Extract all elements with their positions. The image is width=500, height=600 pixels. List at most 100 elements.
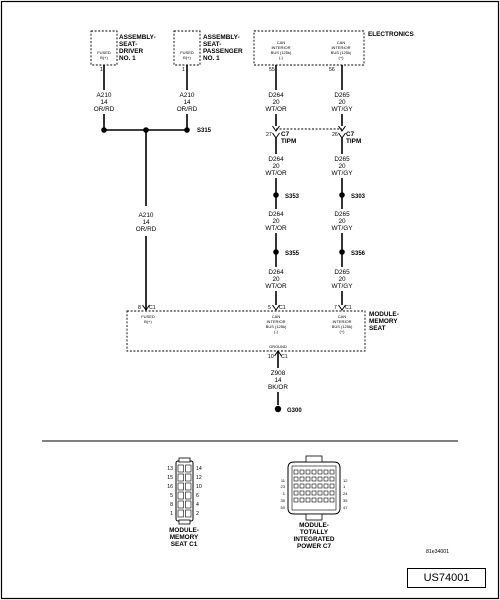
c7-title-2: TOTALLY [300, 529, 329, 536]
c7-left-pin-4: 35 [281, 498, 286, 503]
wire-d265-1-gauge: 20 [338, 99, 346, 106]
wire-d265-segment-2[interactable]: D265 20 WT/GY [332, 138, 354, 195]
memory-seat-ground-pin-conn: C1 [281, 354, 288, 360]
wire-a210-passenger-color: OR/RD [177, 106, 198, 113]
wire-d264-2-code: D264 [268, 156, 284, 163]
seat-passenger-assembly[interactable]: FUSED B(+) ASSEMBLY- SEAT- PASSENGER NO.… [173, 30, 243, 73]
c7-title-3: INTEGRATED [293, 536, 334, 543]
wire-d264-segment-4[interactable]: D264 20 WT/OR [265, 252, 287, 305]
seat-passenger-name-4: NO. 1 [203, 55, 220, 62]
wire-a210-driver-branch[interactable]: A210 14 OR/RD [94, 65, 115, 130]
inline-connector-right-name: TIPM [346, 138, 361, 145]
wire-d265-1-code: D265 [334, 92, 350, 99]
c7-left-pin-1: 11 [281, 478, 286, 483]
wire-a210-main-color: OR/RD [136, 226, 157, 233]
splice-s353-label: S353 [285, 194, 300, 200]
wire-d265-2-color: WT/GY [332, 170, 354, 177]
connector-view-tipm-c7[interactable]: 11 23 1 35 50 12 1 24 35 47 MODULE- TOTA… [281, 455, 349, 550]
splice-s356-label: S356 [351, 251, 366, 257]
inline-connector-pin-right: 26 [332, 132, 338, 138]
wire-d264-segment-2[interactable]: D264 20 WT/OR [265, 138, 287, 195]
wire-d265-3-gauge: 20 [338, 218, 346, 225]
c1-right-pin-1: 14 [196, 466, 202, 472]
splice-s315-label: S315 [197, 128, 212, 134]
wire-a210-driver-code: A210 [97, 92, 112, 99]
wire-d264-2-gauge: 20 [272, 163, 280, 170]
c1-left-pin-6: 1 [170, 511, 173, 517]
ground-point-label: G300 [287, 408, 302, 414]
splice-s353[interactable]: S353 [273, 192, 300, 200]
electronics-pin-b-label-2: INTERIOR [331, 45, 350, 50]
electronics-pin-a-label-4: (-) [279, 55, 284, 60]
wire-z908-code: Z908 [271, 370, 286, 377]
electronics-pin-b-label-4: (+) [339, 55, 345, 60]
wire-d264-1-color: WT/OR [265, 106, 287, 113]
wire-d265-4-gauge: 20 [338, 276, 346, 283]
wire-d265-segment-4[interactable]: D265 20 WT/GY [332, 252, 354, 305]
wire-a210-passenger-branch[interactable]: A210 14 OR/RD [177, 65, 198, 130]
seat-passenger-pin-label-2: B(+) [183, 55, 191, 60]
wire-a210-main[interactable]: A210 14 OR/RD [136, 130, 157, 310]
c1-left-pin-4: 5 [170, 493, 173, 499]
seat-driver-assembly[interactable]: FUSED B(+) ASSEMBLY- SEAT- DRIVER NO. 1 … [90, 30, 156, 73]
memory-seat-can-minus-label-4: (-) [274, 329, 279, 334]
splice-s355-label: S355 [285, 251, 300, 257]
c1-left-pin-5: 8 [170, 502, 173, 508]
memory-seat-can-plus-pin-num: 7 [334, 305, 337, 311]
wire-d265-3-color: WT/GY [332, 225, 354, 232]
c1-right-pin-5: 4 [196, 502, 199, 508]
splice-s355[interactable]: S355 [273, 249, 300, 257]
memory-seat-name-3: SEAT [369, 325, 386, 332]
wire-d264-1-code: D264 [268, 92, 284, 99]
wire-d264-3-gauge: 20 [272, 218, 280, 225]
wire-z908[interactable]: Z908 14 BK/OR [268, 351, 288, 405]
seat-driver-name-3: DRIVER [119, 48, 144, 55]
figure-reference: 81e34001 [426, 549, 449, 555]
seat-passenger-name-1: ASSEMBLY- [203, 34, 240, 41]
wire-d264-segment-1[interactable]: D264 20 WT/OR [265, 65, 287, 126]
memory-seat-can-minus-pin-conn: C1 [279, 305, 286, 311]
c7-title-4: POWER C7 [297, 543, 332, 550]
memory-seat-name-1: MODULE- [369, 311, 399, 318]
seat-passenger-name-3: PASSENGER [203, 48, 243, 55]
connector-view-memory-seat-c1[interactable]: 13 15 16 5 8 1 14 12 10 6 4 2 MODULE- ME… [167, 457, 202, 548]
wire-d265-segment-3[interactable]: D265 20 WT/GY [332, 195, 354, 252]
electronics-name: ELECTRONICS [368, 31, 415, 38]
wire-d265-2-gauge: 20 [338, 163, 346, 170]
c7-right-pin-1: 12 [343, 478, 348, 483]
memory-seat-can-minus-pin-num: 5 [268, 305, 271, 311]
wire-d265-4-code: D265 [334, 269, 350, 276]
memory-seat-fused-label-1: FUSED [141, 314, 155, 319]
electronics-module[interactable]: ELECTRONICS CAN INTERIOR BUS (125k) (-) … [253, 30, 415, 73]
memory-seat-module[interactable]: MODULE- MEMORY SEAT 8 C1 FUSED B(+) 5 C1… [126, 304, 399, 360]
wire-d264-segment-3[interactable]: D264 20 WT/OR [265, 195, 287, 252]
wire-d264-1-gauge: 20 [272, 99, 280, 106]
electronics-pin-a-label-1: CAN [277, 40, 286, 45]
seat-driver-name-2: SEAT- [119, 41, 137, 48]
seat-driver-name-4: NO. 1 [119, 55, 136, 62]
wire-d265-4-color: WT/GY [332, 283, 354, 290]
electronics-pin-a-label-2: INTERIOR [271, 45, 290, 50]
memory-seat-fused-label-2: B(+) [144, 319, 152, 324]
c1-right-pin-3: 10 [196, 484, 202, 490]
inline-connector-left-conn: C7 [281, 131, 290, 138]
c7-left-pin-3: 1 [283, 491, 286, 496]
electronics-pin-a-number: 55 [269, 67, 275, 73]
seat-passenger-pin-label-1: FUSED [180, 50, 194, 55]
seat-driver-pin-number: 1 [100, 67, 103, 73]
wire-z908-gauge: 14 [274, 377, 282, 384]
inline-connector-right-conn: C7 [346, 131, 355, 138]
wire-d265-segment-1[interactable]: D265 20 WT/GY [332, 65, 354, 126]
memory-seat-can-plus-label-3: BUS (125k) [332, 324, 353, 329]
ground-point-g300[interactable]: G300 [274, 405, 303, 414]
splice-s303[interactable]: S303 [339, 192, 366, 200]
wire-d265-3-code: D265 [334, 211, 350, 218]
inline-connector-c7-tipm[interactable]: 27 C7 TIPM 26 C7 TIPM [266, 125, 361, 145]
wire-a210-passenger-gauge: 14 [183, 99, 191, 106]
wire-a210-passenger-code: A210 [180, 92, 195, 99]
c1-left-pin-3: 16 [167, 484, 173, 490]
wire-d264-4-code: D264 [268, 269, 284, 276]
splice-s356[interactable]: S356 [339, 249, 366, 257]
seat-passenger-pin-number: 1 [182, 67, 185, 73]
splice-s315[interactable]: S315 [101, 127, 212, 134]
